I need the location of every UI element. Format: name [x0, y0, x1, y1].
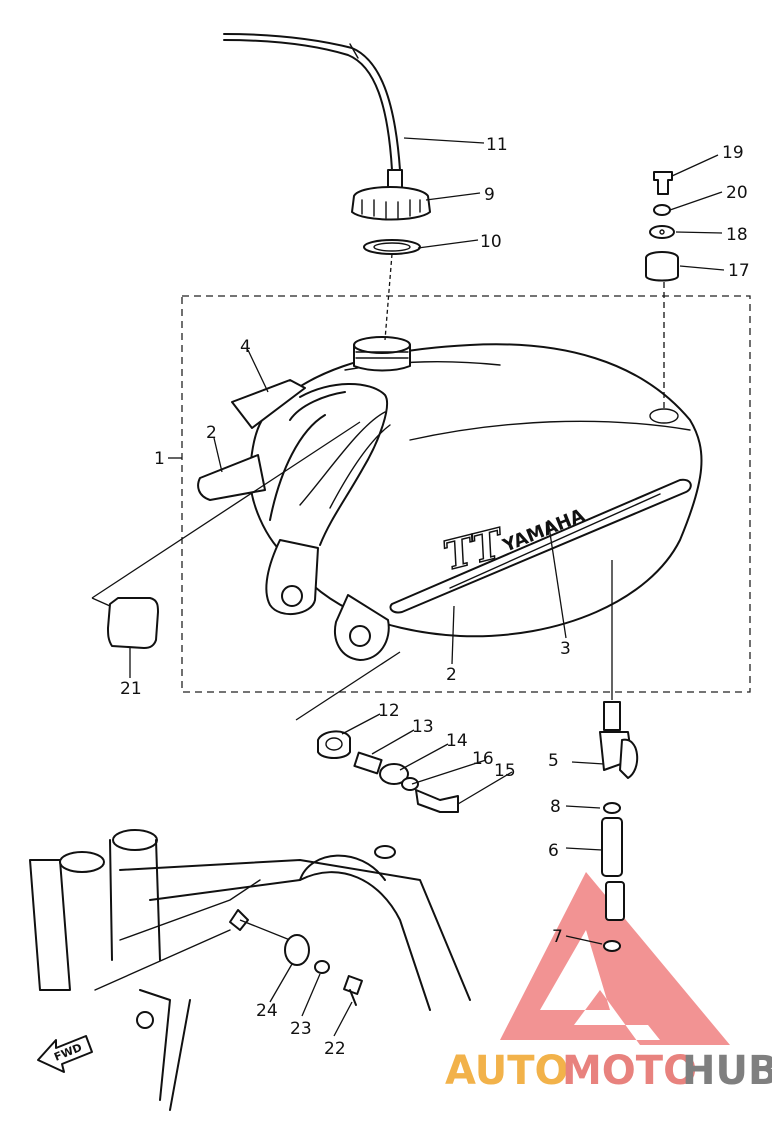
- callout-15: 15: [494, 761, 516, 781]
- callout-11: 11: [486, 135, 508, 155]
- watermark-hub: HUB: [682, 1048, 772, 1094]
- callout-2b: 2: [446, 665, 457, 685]
- knee-pad-part-2: [197, 454, 266, 501]
- watermark-auto: AUTO: [445, 1048, 569, 1094]
- callout-20: 20: [726, 183, 748, 203]
- callout-19: 19: [722, 143, 744, 163]
- assembly-boundary: [181, 295, 751, 693]
- hose-clip-part-7: [603, 940, 621, 952]
- breather-hose-part-11: [223, 33, 401, 171]
- callout-21: 21: [120, 679, 142, 699]
- emblem-part-21: [107, 597, 159, 649]
- bolt-part-22: [343, 975, 363, 1006]
- hose-clip-part-8: [603, 802, 621, 814]
- callout-18: 18: [726, 225, 748, 245]
- callout-7: 7: [552, 927, 563, 947]
- callout-5: 5: [548, 751, 559, 771]
- watermark-moto: MOTO: [562, 1048, 697, 1094]
- callout-24: 24: [256, 1001, 278, 1021]
- callout-4: 4: [240, 337, 251, 357]
- callout-17: 17: [728, 261, 750, 281]
- rear-mount-hardware: [645, 171, 679, 408]
- leader-lines: [129, 137, 725, 1037]
- callout-9: 9: [484, 185, 495, 205]
- callout-3: 3: [560, 639, 571, 659]
- watermark-logo: AUTO MOTO HUB: [445, 872, 772, 1094]
- damper-part-24: [284, 934, 310, 966]
- front-mount-hardware: [295, 651, 459, 813]
- fuel-pipe-part-6: [601, 817, 623, 877]
- callout-10: 10: [480, 232, 502, 252]
- motorcycle-frame: [29, 829, 471, 1111]
- callout-1: 1: [154, 449, 165, 469]
- callout-12: 12: [378, 701, 400, 721]
- cap-gasket-part-10: [363, 239, 421, 255]
- knee-pad-part-4: [231, 379, 306, 429]
- callout-23: 23: [290, 1019, 312, 1039]
- callout-13: 13: [412, 717, 434, 737]
- fuel-cock-part-5: [599, 560, 639, 779]
- fuel-tank: TT YAMAHA: [248, 336, 703, 661]
- callout-22: 22: [324, 1039, 346, 1059]
- fuel-pipe-lower: [605, 881, 625, 921]
- callout-numbers: 1 2 2 3 4 5 6 7 8 9 10 11 12 13 14 15 16…: [120, 135, 750, 1059]
- fuel-cap-part-9: [351, 169, 431, 221]
- washer-part-23: [314, 960, 330, 974]
- filler-neck: [353, 336, 411, 372]
- callout-14: 14: [446, 731, 468, 751]
- callout-16: 16: [472, 749, 494, 769]
- callout-2a: 2: [206, 423, 217, 443]
- callout-6: 6: [548, 841, 559, 861]
- watermark-text: AUTO MOTO HUB: [445, 1048, 772, 1094]
- forward-direction-arrow: FWD: [37, 1035, 93, 1073]
- callout-8: 8: [550, 797, 561, 817]
- watermark-triangle-icon: [500, 872, 730, 1045]
